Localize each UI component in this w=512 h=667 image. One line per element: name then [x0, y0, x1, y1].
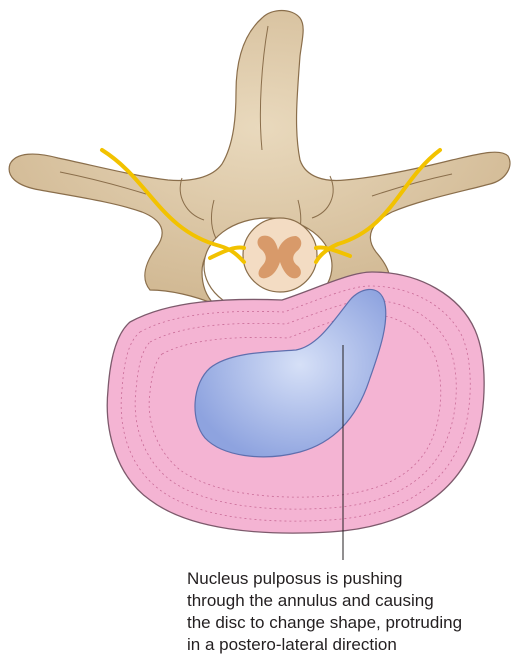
- caption-line-3: the disc to change shape, protruding: [187, 612, 507, 634]
- spinal-cord: [243, 218, 317, 292]
- caption-line-1: Nucleus pulposus is pushing: [187, 568, 507, 590]
- caption-line-2: through the annulus and causing: [187, 590, 507, 612]
- caption-line-4: in a postero-lateral direction: [187, 634, 507, 656]
- caption: Nucleus pulposus is pushing through the …: [187, 568, 507, 656]
